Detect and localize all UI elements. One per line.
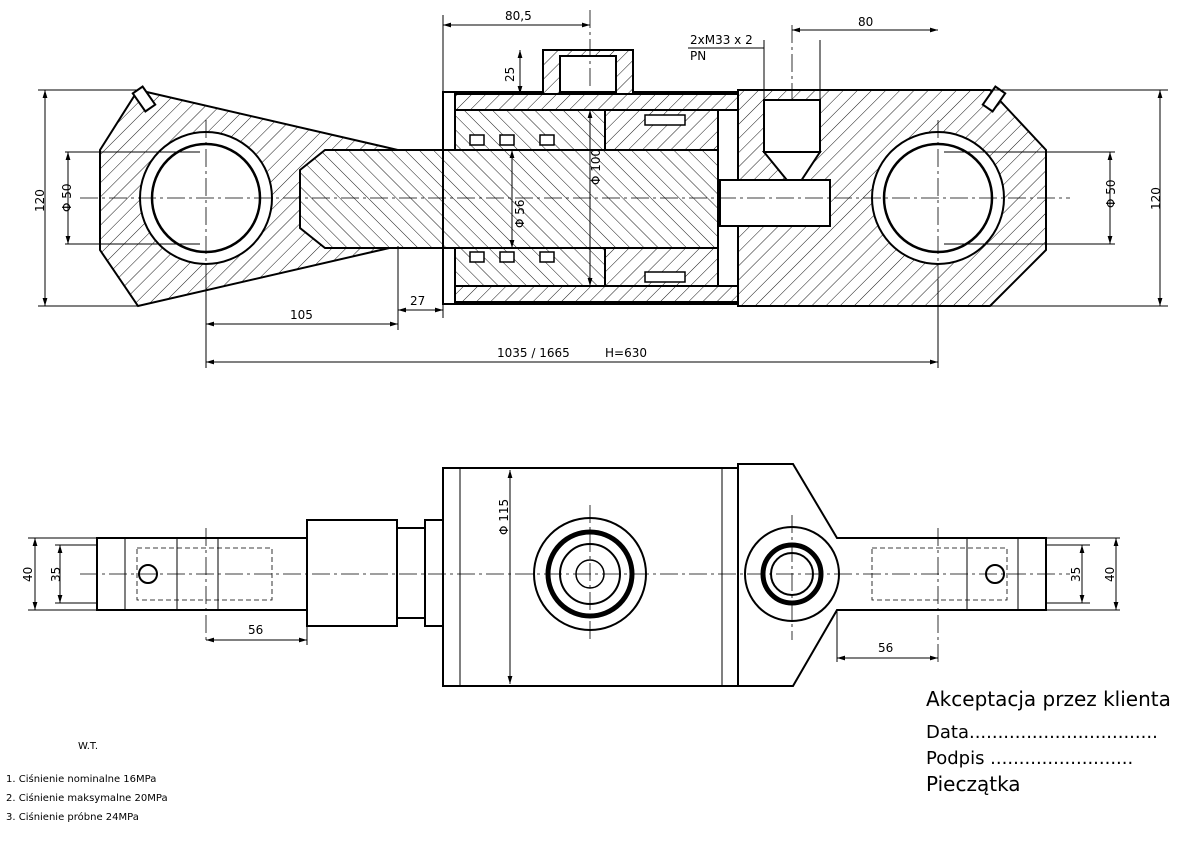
seals [469, 114, 686, 283]
piston-rod [299, 149, 719, 249]
technical-notes: W.T. 1. Ciśnienie nominalne 16MPa 2. Ciś… [6, 741, 168, 823]
port-thread-label: 2xM33 x 2 [690, 33, 753, 47]
port-pn-label: PN [690, 49, 706, 63]
dim-stroke: H=630 [605, 346, 647, 360]
dim-barrel-dia: Φ 115 [497, 499, 511, 535]
dim-piston-dia: Φ 100 [589, 149, 603, 185]
dim-rod-gap: 27 [410, 294, 425, 308]
dim-offset-left: 56 [248, 623, 263, 637]
dim-overall-length: 1035 / 1665 [497, 346, 570, 360]
acceptance-date: Data................................. [926, 722, 1158, 743]
customer-acceptance: Akceptacja przez klienta Data...........… [926, 687, 1171, 796]
dim-port-offset: 80,5 [505, 9, 532, 23]
top-dimensions: 80,5 25 2xM33 x 2 PN 80 120 Φ 50 Φ 56 Φ … [33, 9, 1168, 368]
rod-plan [306, 519, 398, 627]
dim-bore-right: Φ 50 [1104, 179, 1118, 208]
dim-eye-width-left: 40 [21, 567, 35, 582]
dim-port-height: 25 [503, 67, 517, 82]
note-item-2: 2. Ciśnienie maksymalne 20MPa [6, 792, 168, 804]
notes-heading: W.T. [78, 741, 98, 752]
plan-view [80, 463, 1070, 687]
note-item-3: 3. Ciśnienie próbne 24MPa [6, 811, 139, 823]
acceptance-title: Akceptacja przez klienta [926, 687, 1171, 711]
barrel-wall-top [454, 93, 739, 111]
dim-bore-width-left: 35 [49, 567, 63, 582]
dim-bore-left: Φ 50 [60, 183, 74, 212]
dim-bore-width-right: 35 [1069, 567, 1083, 582]
dim-offset-right: 56 [878, 641, 893, 655]
dim-right-port-offset: 80 [858, 15, 873, 29]
dim-eye-to-rod: 105 [290, 308, 313, 322]
acceptance-signature: Podpis ......................... [926, 748, 1133, 769]
bottom-dimensions: 40 35 Φ 115 35 40 56 56 [21, 470, 1120, 684]
dim-height-right: 120 [1149, 187, 1163, 210]
note-item-1: 1. Ciśnienie nominalne 16MPa [6, 773, 156, 785]
dim-eye-width-right: 40 [1103, 567, 1117, 582]
dim-rod-dia: Φ 56 [513, 199, 527, 228]
section-view [80, 10, 1070, 308]
acceptance-stamp: Pieczątka [926, 772, 1021, 796]
barrel-wall-bottom [454, 285, 739, 303]
dim-height-left: 120 [33, 189, 47, 212]
oil-port-right [763, 99, 821, 153]
